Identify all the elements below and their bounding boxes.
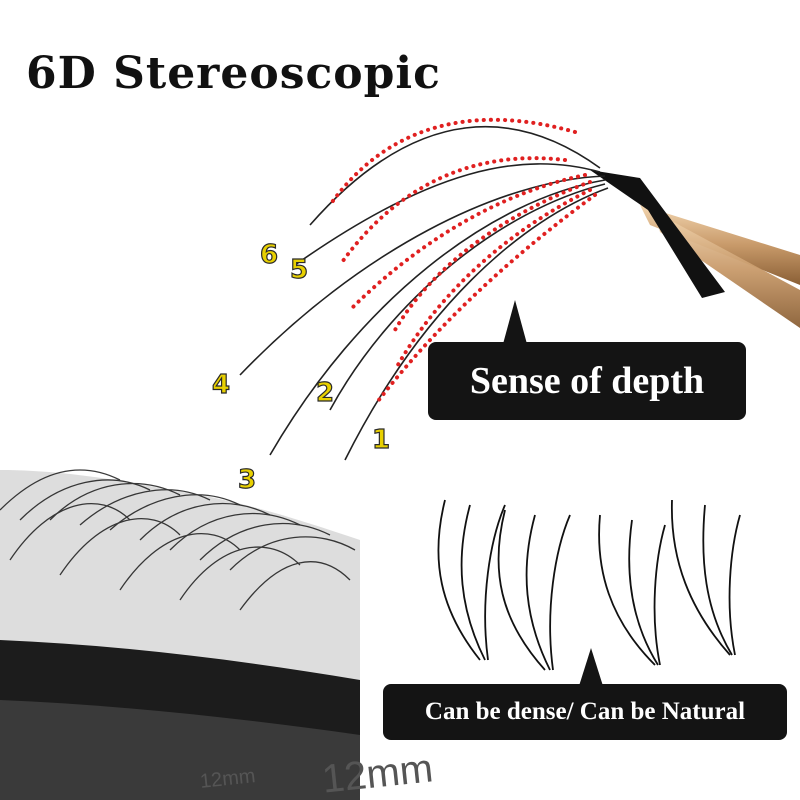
- density-callout: Can be dense/ Can be Natural: [383, 684, 787, 740]
- layer-number-2: 2: [315, 377, 335, 408]
- callout-pointer: [579, 648, 603, 686]
- depth-callout: Sense of depth: [428, 342, 746, 420]
- lash-fan-icon: [437, 499, 741, 671]
- layer-number-5: 5: [289, 254, 309, 285]
- layer-number-3: 3: [237, 464, 257, 495]
- layer-number-6: 6: [259, 239, 279, 270]
- lash-fan-icon: [239, 117, 725, 461]
- layer-number-1: 1: [371, 424, 391, 455]
- lash-strip-icon: [0, 469, 360, 800]
- layer-number-4: 4: [211, 369, 231, 400]
- tweezers-icon: [640, 205, 800, 328]
- page-title: 6D Stereoscopic: [26, 48, 441, 99]
- callout-pointer: [503, 300, 527, 344]
